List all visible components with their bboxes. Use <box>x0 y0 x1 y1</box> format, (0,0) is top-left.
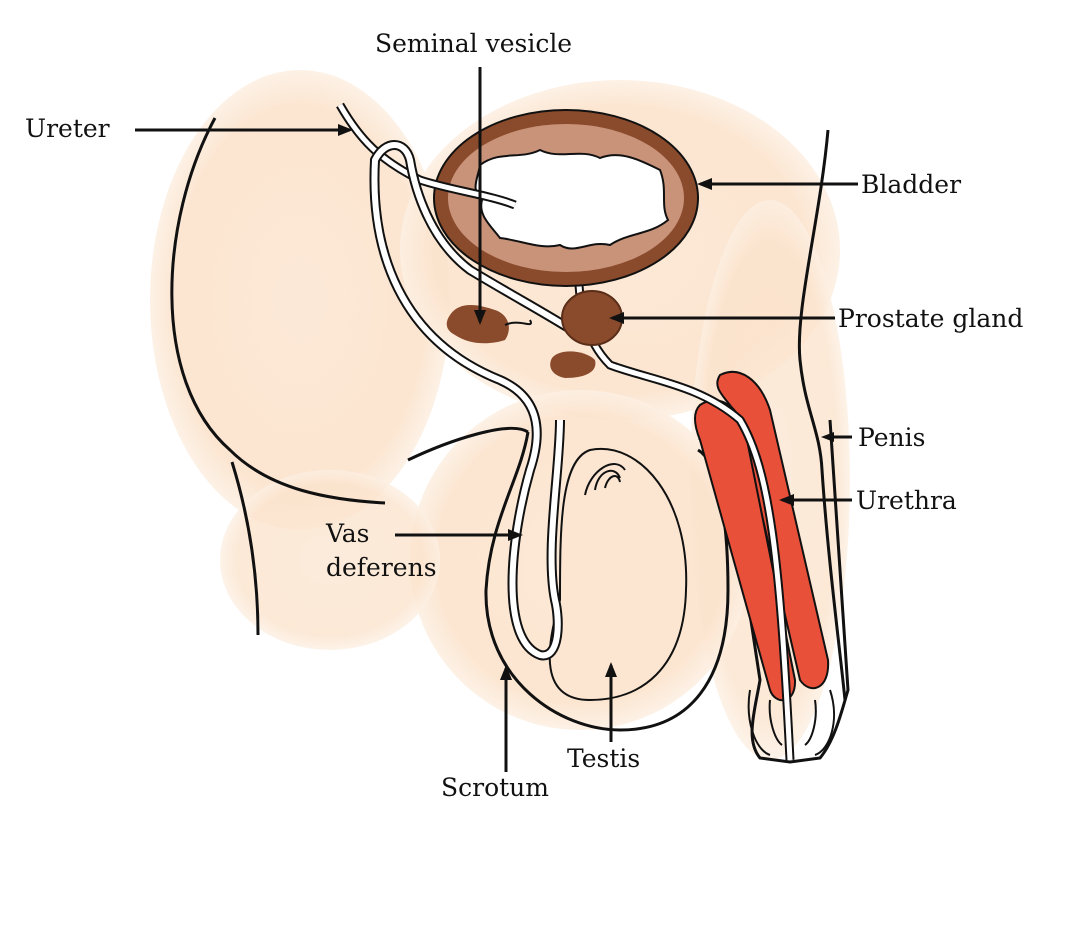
thigh-outline <box>230 461 260 636</box>
leader-lines <box>135 67 858 772</box>
label-vas-deferens-line1: Vas <box>325 519 370 548</box>
glans <box>747 689 835 756</box>
label-scrotum: Scrotum <box>441 773 549 802</box>
groin-fold <box>407 427 529 462</box>
scrotum-outline <box>484 431 730 732</box>
label-prostate-gland: Prostate gland <box>838 304 1023 333</box>
bladder-lumen <box>474 148 670 250</box>
abdomen-outline <box>797 129 847 701</box>
label-ureter: Ureter <box>25 114 110 143</box>
label-urethra: Urethra <box>856 486 957 515</box>
buttock-outline <box>170 117 386 505</box>
epididymis <box>584 463 626 496</box>
seminal-vesicle-shape <box>446 305 509 344</box>
label-vas-deferens-line2: deferens <box>326 553 437 582</box>
label-bladder: Bladder <box>861 170 961 199</box>
testis-shape <box>548 447 688 702</box>
bulbourethral-gland <box>550 351 596 378</box>
label-penis: Penis <box>858 423 925 452</box>
label-seminal-vesicle: Seminal vesicle <box>375 29 572 58</box>
label-testis: Testis <box>567 744 640 773</box>
